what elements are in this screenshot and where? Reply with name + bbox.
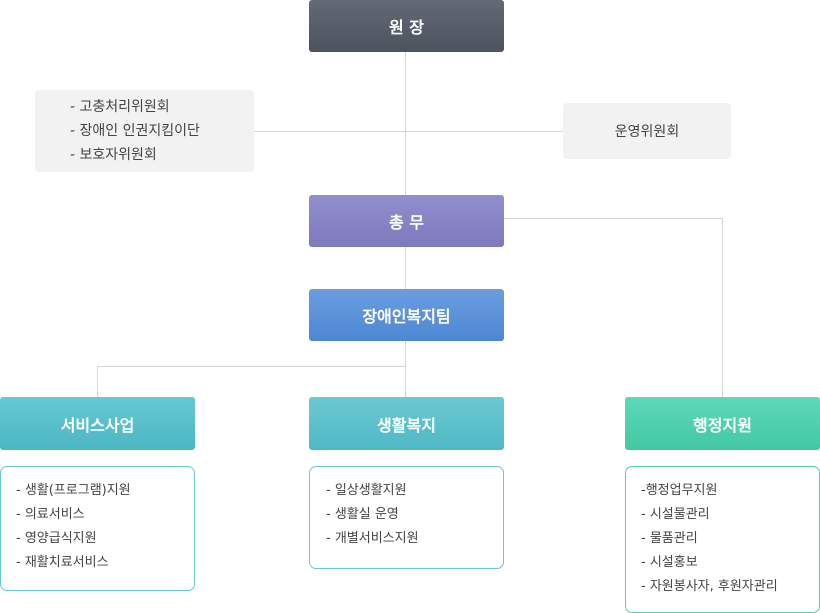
committee-item: - 보호자위원회 — [70, 147, 157, 163]
list-item: - 의료서비스 — [16, 507, 85, 522]
connector-director-to-team — [405, 52, 406, 290]
connector-team-branch — [97, 366, 406, 367]
department-service-header: 서비스사업 — [0, 397, 195, 450]
connector-service-v — [97, 366, 98, 398]
list-item: - 일상생활지원 — [326, 483, 407, 498]
department-admin-header: 행정지원 — [625, 397, 820, 450]
department-title: 행정지원 — [693, 415, 752, 435]
committees-box: - 고충처리위원회 - 장애인 인권지킴이단 - 보호자위원회 — [35, 90, 254, 172]
committee-item: - 장애인 인권지킴이단 — [70, 123, 200, 139]
department-service-list: - 생활(프로그램)지원 - 의료서비스 - 영양급식지원 - 재활치료서비스 — [0, 466, 195, 591]
department-title: 생활복지 — [377, 415, 436, 435]
list-item: - 개별서비스지원 — [326, 531, 419, 546]
department-living-list: - 일상생활지원 - 생활실 운영 - 개별서비스지원 — [309, 466, 504, 569]
operation-committee-label: 운영위원회 — [614, 124, 680, 140]
team-box: 장애인복지팀 — [309, 289, 504, 341]
general-affairs-box: 총 무 — [309, 195, 504, 247]
list-item: - 시설홍보 — [641, 555, 698, 570]
general-affairs-label: 총 무 — [388, 213, 424, 232]
operation-committee-box: 운영위원회 — [563, 103, 731, 159]
connector-committees — [254, 131, 564, 132]
list-item: -행정업무지원 — [641, 483, 718, 498]
list-item: - 시설물관리 — [641, 507, 710, 522]
list-item: - 영양급식지원 — [16, 531, 97, 546]
list-item: - 재활치료서비스 — [16, 555, 109, 570]
department-admin-list: -행정업무지원 - 시설물관리 - 물품관리 - 시설홍보 - 자원봉사자, 후… — [625, 466, 820, 613]
connector-general-to-admin-v — [722, 218, 723, 398]
list-item: - 물품관리 — [641, 531, 698, 546]
committee-item: - 고충처리위원회 — [70, 99, 170, 115]
list-item: - 자원봉사자, 후원자관리 — [641, 579, 778, 594]
list-item: - 생활(프로그램)지원 — [16, 483, 131, 498]
director-label: 원 장 — [388, 18, 424, 37]
department-title: 서비스사업 — [60, 415, 135, 435]
connector-general-to-admin-h — [504, 218, 722, 219]
connector-team-down — [405, 341, 406, 398]
list-item: - 생활실 운영 — [326, 507, 399, 522]
team-label: 장애인복지팀 — [362, 307, 451, 326]
director-box: 원 장 — [309, 0, 504, 52]
department-living-header: 생활복지 — [309, 397, 504, 450]
